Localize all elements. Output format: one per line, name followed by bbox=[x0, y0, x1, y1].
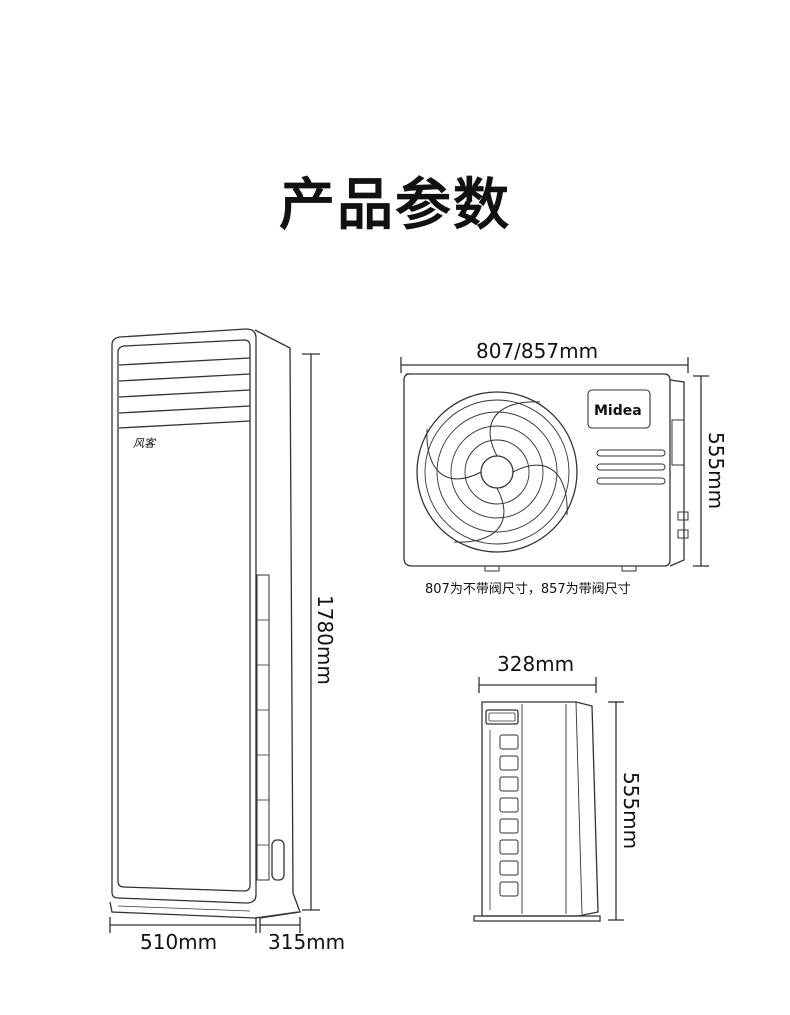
outdoor-side-height-dimension-line bbox=[608, 701, 624, 921]
outdoor-front-width-dimension-line bbox=[400, 357, 689, 373]
outdoor-unit-front-drawing bbox=[403, 373, 689, 572]
indoor-height-label: 1780mm bbox=[313, 595, 337, 685]
indoor-height-dimension-line bbox=[302, 353, 320, 911]
outdoor-unit-side-drawing bbox=[473, 701, 601, 922]
outdoor-front-height-label: 555mm bbox=[704, 432, 728, 509]
indoor-depth-label: 315mm bbox=[268, 930, 345, 954]
outdoor-front-height-dimension-line bbox=[693, 375, 709, 567]
indoor-unit-drawing bbox=[109, 328, 301, 919]
outdoor-front-width-label: 807/857mm bbox=[476, 339, 598, 363]
valve-size-note: 807为不带阀尺寸，857为带阀尺寸 bbox=[425, 582, 631, 597]
indoor-width-dimension-line bbox=[109, 917, 257, 933]
outdoor-side-height-label: 555mm bbox=[619, 772, 643, 849]
outdoor-side-depth-label: 328mm bbox=[497, 652, 574, 676]
outdoor-side-depth-dimension-line bbox=[478, 677, 597, 693]
brand-logo: Midea bbox=[594, 403, 642, 419]
indoor-unit-badge: 风客 bbox=[133, 437, 157, 450]
indoor-depth-dimension-line bbox=[259, 917, 301, 933]
indoor-width-label: 510mm bbox=[140, 930, 217, 954]
page-title: 产品参数 bbox=[279, 173, 511, 238]
